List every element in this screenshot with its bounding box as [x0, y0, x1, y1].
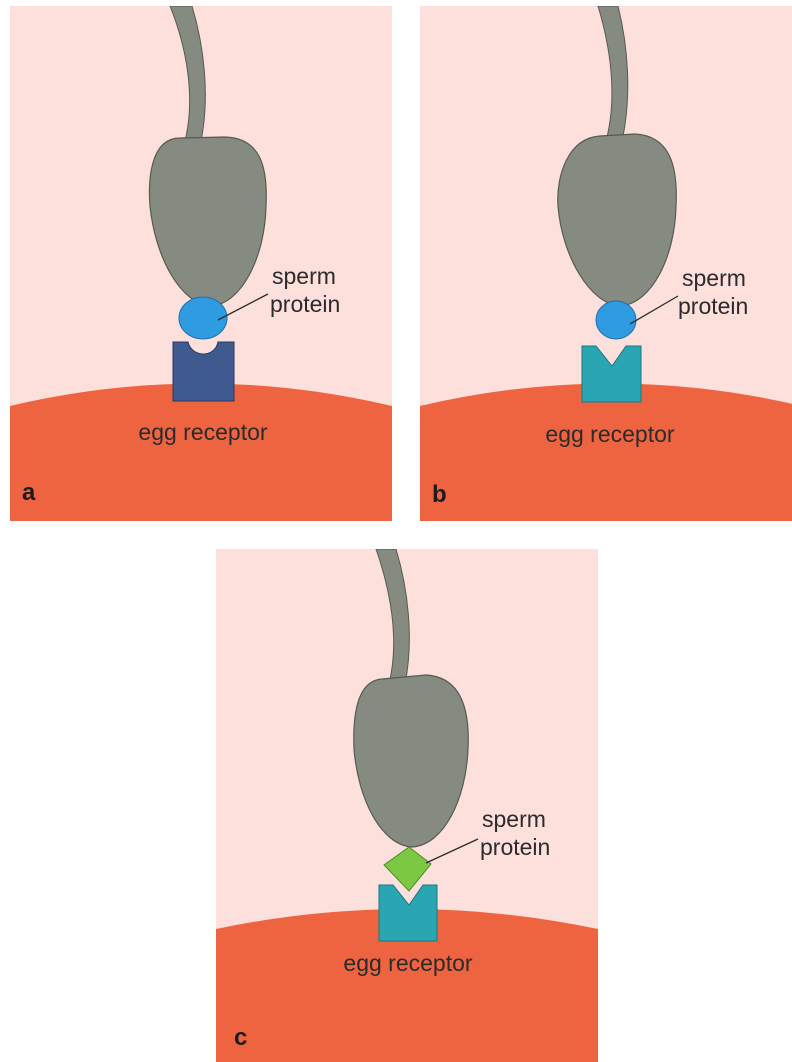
receptor-label: egg receptor [343, 950, 472, 976]
panel-c-diagram: sperm protein egg receptor c [216, 549, 598, 1062]
protein-label-line1: sperm [682, 265, 746, 291]
panel-b-diagram: sperm protein egg receptor b [420, 6, 792, 521]
receptor-label: egg receptor [545, 421, 674, 447]
protein-label-line1: sperm [272, 263, 336, 289]
receptor-label: egg receptor [138, 419, 267, 445]
sperm-protein-round [179, 297, 227, 339]
panel-a: sperm protein egg receptor a [10, 6, 392, 521]
egg-cell [420, 384, 792, 522]
sperm-protein-round [596, 301, 636, 339]
panel-letter: c [234, 1024, 247, 1051]
protein-label-line2: protein [270, 291, 340, 317]
protein-label-line1: sperm [482, 806, 546, 832]
panel-b: sperm protein egg receptor b [420, 6, 792, 521]
egg-cell [10, 384, 392, 522]
panel-a-diagram: sperm protein egg receptor a [10, 6, 392, 521]
panel-letter: a [22, 479, 36, 506]
protein-label-line2: protein [678, 293, 748, 319]
panel-c: sperm protein egg receptor c [216, 549, 598, 1062]
panel-letter: b [432, 481, 447, 508]
protein-label-line2: protein [480, 834, 550, 860]
